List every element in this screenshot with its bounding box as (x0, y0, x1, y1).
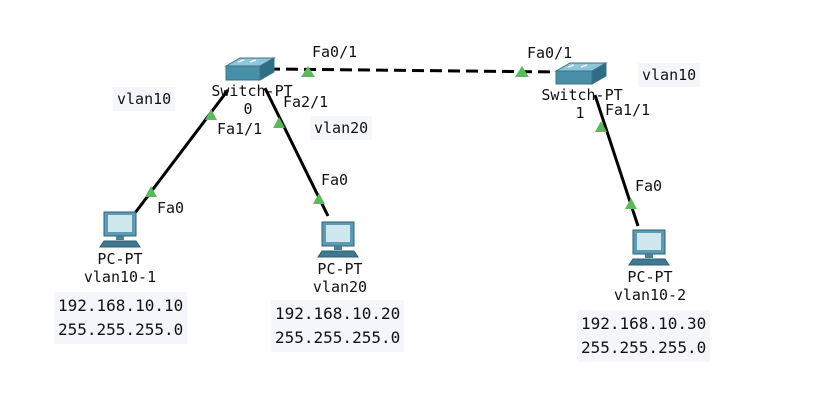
port-indicator-pc2-fa0 (313, 193, 325, 204)
pc2-ip-note[interactable]: 192.168.10.20 255.255.255.0 (271, 300, 405, 352)
switch-1-type-label: Switch-PT (541, 86, 623, 104)
port-label-sw0-fa0-1: Fa0/1 (312, 43, 358, 61)
port-indicator-sw0-fa0-1 (301, 66, 315, 77)
pc3-name-label: vlan10-2 (613, 286, 687, 304)
pc2-ip-address: 192.168.10.20 (275, 304, 401, 323)
pc1-ip-note[interactable]: 192.168.10.10 255.255.255.0 (54, 292, 188, 344)
switch-0-type-label: Switch-PT (211, 82, 293, 100)
port-indicator-sw0-fa1-1 (205, 109, 217, 120)
port-label-pc1-fa0: Fa0 (157, 199, 185, 217)
port-label-sw1-fa1-1: Fa1/1 (605, 101, 651, 119)
switch-0-icon[interactable] (224, 57, 276, 81)
pc-vlan10-1-icon[interactable] (99, 211, 141, 248)
pc1-subnet-mask: 255.255.255.0 (58, 320, 184, 339)
pc3-type-label: PC-PT (627, 268, 673, 286)
pc-vlan20-icon[interactable] (317, 221, 359, 258)
port-label-pc3-fa0: Fa0 (635, 177, 663, 195)
pc1-ip-address: 192.168.10.10 (58, 296, 184, 315)
pc2-type-label: PC-PT (317, 260, 363, 278)
switch-1-number-label: 1 (575, 104, 585, 122)
pc2-name-label: vlan20 (312, 278, 368, 296)
link-sw0-pc2[interactable] (263, 87, 330, 217)
port-indicator-sw1-fa0-1 (515, 66, 529, 77)
note-vlan10-left[interactable]: vlan10 (113, 87, 176, 111)
note-vlan20[interactable]: vlan20 (310, 116, 373, 140)
pc3-ip-address: 192.168.10.30 (581, 314, 707, 333)
port-indicator-pc1-fa0 (145, 186, 157, 197)
pc1-type-label: PC-PT (97, 250, 143, 268)
pc1-name-label: vlan10-1 (83, 268, 157, 286)
switch-0-number-label: 0 (243, 100, 253, 118)
pc3-ip-note[interactable]: 192.168.10.30 255.255.255.0 (577, 310, 711, 362)
pc2-subnet-mask: 255.255.255.0 (275, 328, 401, 347)
port-label-pc2-fa0: Fa0 (321, 171, 349, 189)
pc-vlan10-2-icon[interactable] (628, 229, 670, 266)
port-indicator-sw1-fa1-1 (595, 121, 607, 132)
port-indicator-sw0-fa2-1 (273, 117, 285, 128)
trunk-link[interactable] (267, 67, 561, 74)
port-label-sw0-fa1-1: Fa1/1 (217, 120, 263, 138)
port-indicator-pc3-fa0 (625, 198, 637, 209)
switch-1-icon[interactable] (554, 62, 608, 85)
port-label-sw0-fa2-1: Fa2/1 (283, 93, 329, 111)
pc3-subnet-mask: 255.255.255.0 (581, 338, 707, 357)
port-label-sw1-fa0-1: Fa0/1 (527, 44, 573, 62)
note-vlan10-right[interactable]: vlan10 (638, 63, 701, 87)
